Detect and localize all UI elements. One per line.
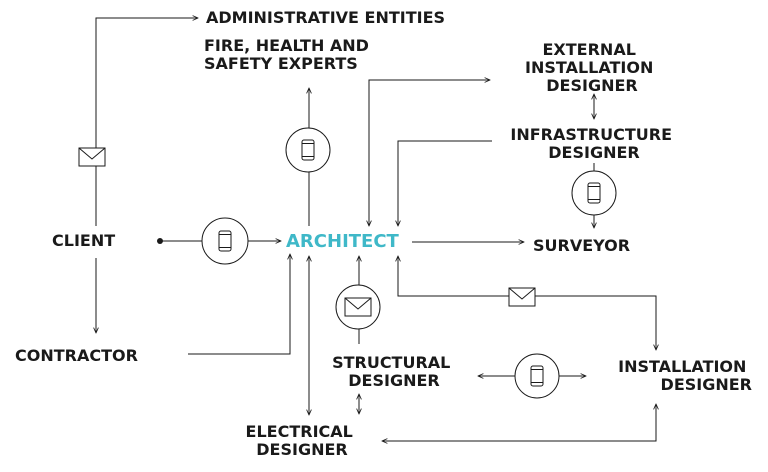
node-labels: CLIENT ARCHITECT ADMINISTRATIVE ENTITIES… <box>15 8 752 459</box>
edge-architect-external-installation <box>369 80 490 226</box>
icons <box>78 127 617 399</box>
envelope-icon <box>335 284 381 330</box>
node-contractor: CONTRACTOR <box>15 346 138 365</box>
phone-icon <box>285 127 331 173</box>
envelope-icon <box>508 287 536 307</box>
node-fire-health-safety: FIRE, HEALTH AND SAFETY EXPERTS <box>204 36 375 73</box>
node-client: CLIENT <box>52 231 115 250</box>
phone-icon <box>571 170 617 216</box>
node-surveyor: SURVEYOR <box>533 236 630 255</box>
phone-icon <box>201 217 249 265</box>
edge-architect-infrastructure <box>398 140 492 226</box>
node-structural-designer: STRUCTURAL DESIGNER <box>332 353 456 390</box>
edge-client-administrative <box>95 18 198 226</box>
node-external-installation-designer: EXTERNAL INSTALLATION DESIGNER <box>525 40 659 95</box>
phone-icon <box>514 353 560 399</box>
node-electrical-designer: ELECTRICAL DESIGNER <box>246 422 359 459</box>
node-architect: ARCHITECT <box>286 231 400 252</box>
node-installation-designer: INSTALLATION DESIGNER <box>618 357 752 394</box>
envelope-icon <box>78 147 106 167</box>
node-administrative-entities: ADMINISTRATIVE ENTITIES <box>206 8 445 27</box>
edge-contractor-architect <box>188 254 290 355</box>
edge-installation-electrical <box>382 404 656 441</box>
node-infrastructure-designer: INFRASTRUCTURE DESIGNER <box>510 125 677 162</box>
